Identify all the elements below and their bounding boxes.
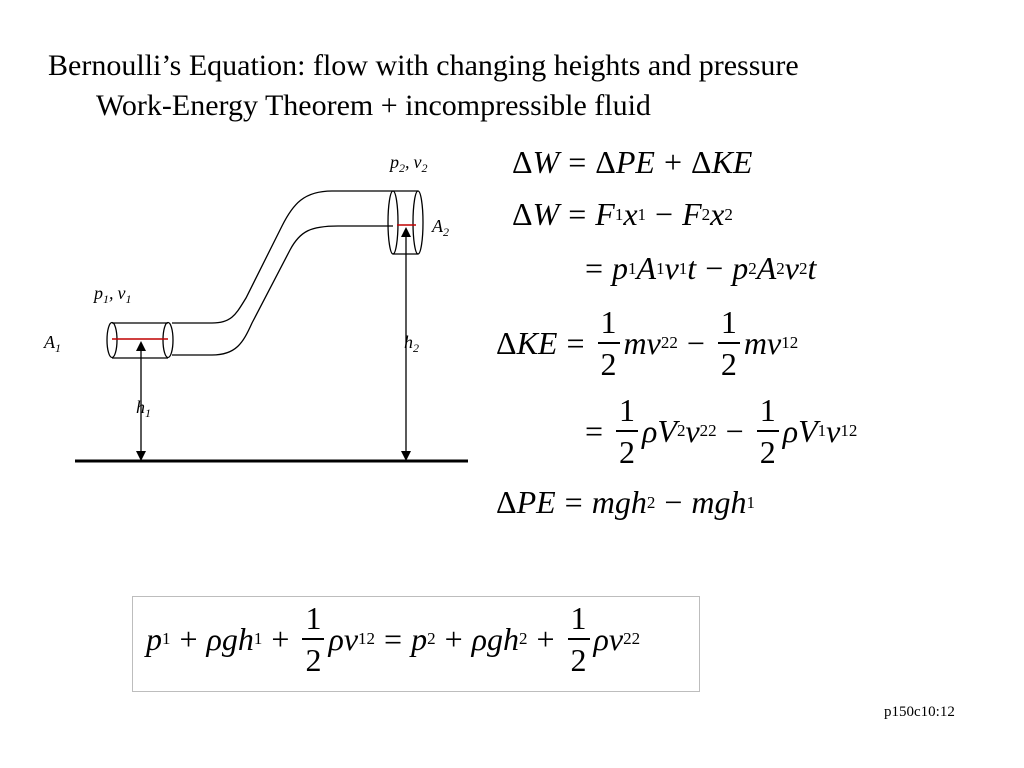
lower-cylinder-right-end: [162, 321, 174, 359]
pipe-lower-wall: [172, 225, 393, 356]
upper-cylinder-right-end: [412, 190, 424, 255]
pipe-upper-wall: [172, 190, 393, 324]
label-A1: A1: [43, 332, 61, 355]
slide-subtitle: Work-Energy Theorem + incompressible flu…: [96, 89, 651, 122]
label-A2: A2: [431, 216, 449, 239]
slide-title: Bernoulli’s Equation: flow with changing…: [48, 49, 799, 82]
label-h1: h1: [136, 397, 151, 420]
slide-footer: p150c10:12: [884, 704, 955, 720]
label-h2: h2: [404, 332, 419, 355]
lower-cylinder-left-end: [106, 321, 118, 359]
upper-cylinder-left-end: [387, 190, 399, 255]
bernoulli-equation-box: [132, 596, 700, 692]
label-p2-v2: p2,v2: [388, 152, 428, 175]
label-p1-v1: p1,v1: [92, 283, 132, 306]
